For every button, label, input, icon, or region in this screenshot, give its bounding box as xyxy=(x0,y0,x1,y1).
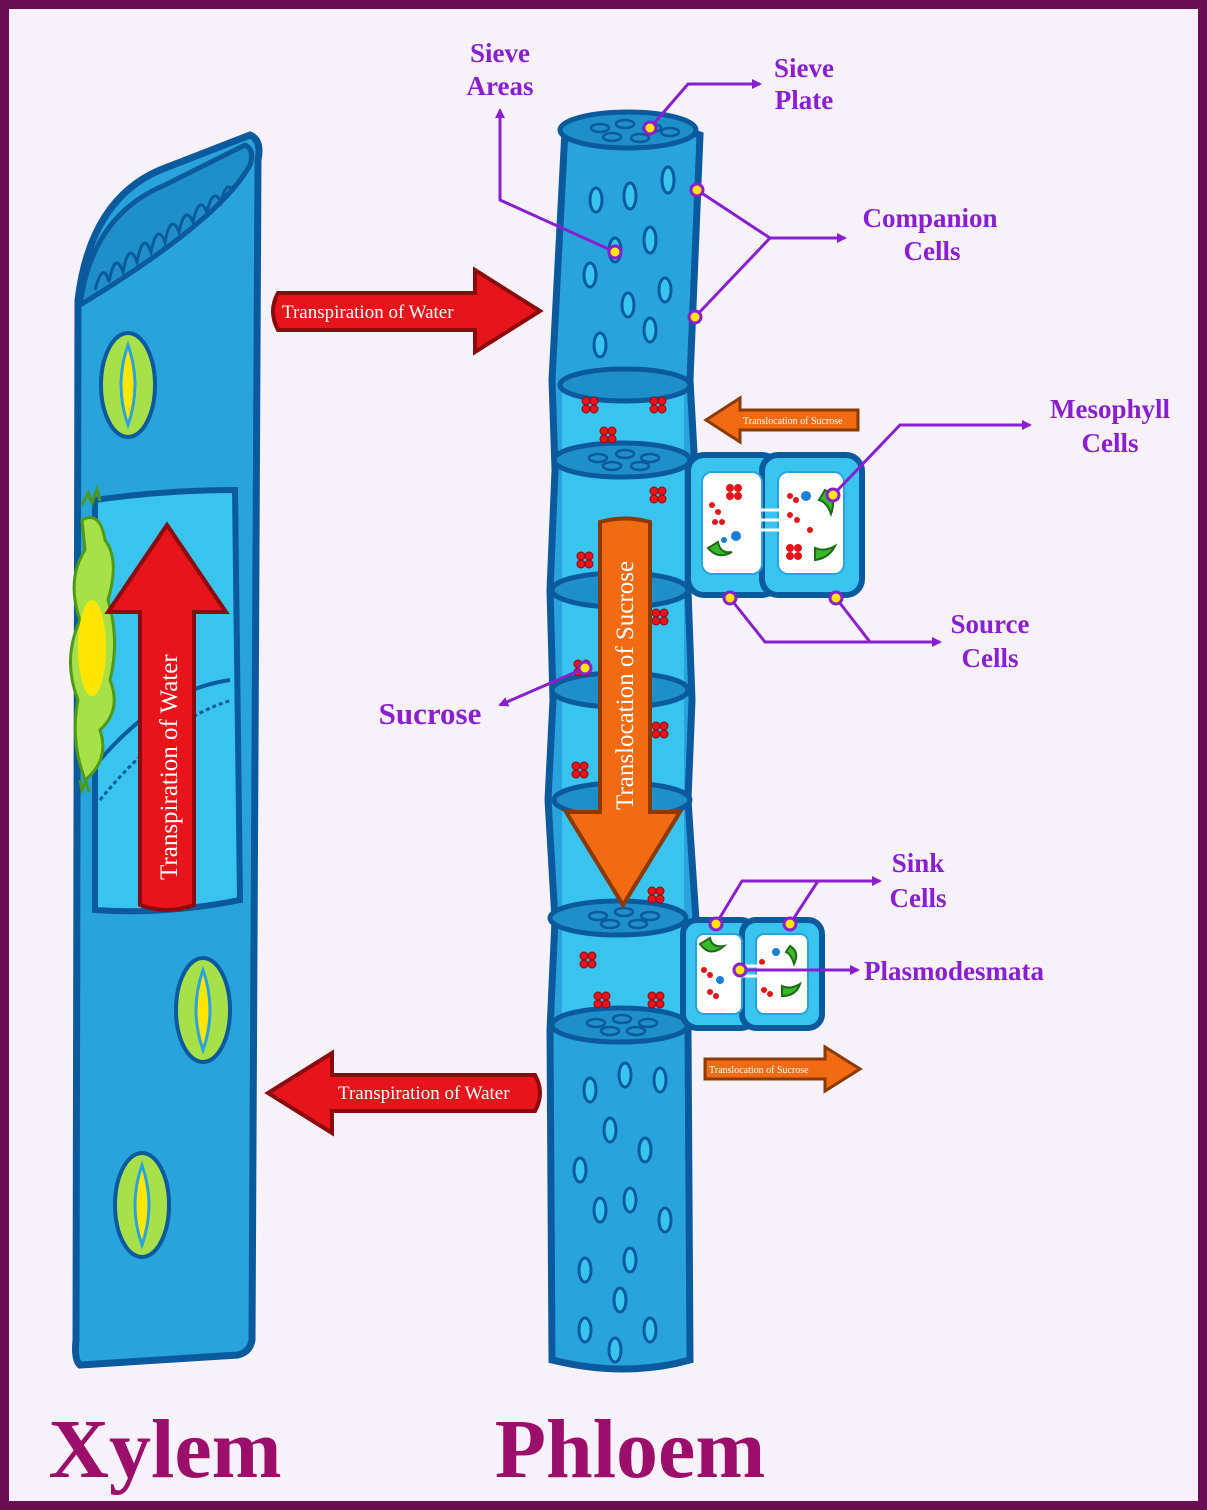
bordered-pit xyxy=(115,1153,169,1257)
svg-text:Areas: Areas xyxy=(467,71,534,101)
title-xylem: Xylem xyxy=(48,1403,281,1496)
water-arrow-top: Transpiration of Water xyxy=(273,270,540,352)
sucrose-arrow-small-bottom-label: Translocation of Sucrose xyxy=(709,1065,809,1076)
label-source-cells: Source Cells xyxy=(951,609,1030,673)
svg-text:Cells: Cells xyxy=(962,643,1019,673)
svg-text:Cells: Cells xyxy=(890,883,947,913)
label-sieve-plate: Sieve Plate xyxy=(774,53,834,115)
label-companion-cells: Companion Cells xyxy=(862,203,997,266)
svg-text:Plate: Plate xyxy=(775,85,833,115)
sink-cells xyxy=(683,920,822,1028)
label-sucrose: Sucrose xyxy=(379,696,482,731)
svg-text:Cells: Cells xyxy=(1082,428,1139,458)
sucrose-arrow-small-bottom: Translocation of Sucrose xyxy=(705,1047,860,1091)
label-sieve-areas: Sieve Areas xyxy=(467,38,534,101)
svg-text:Companion: Companion xyxy=(862,203,997,233)
source-cells xyxy=(688,455,862,595)
water-arrow-vertical-label: Transpiration of Water xyxy=(156,654,183,880)
title-phloem: Phloem xyxy=(495,1403,766,1496)
bordered-pit xyxy=(176,958,230,1062)
water-arrow-top-label: Transpiration of Water xyxy=(282,302,454,323)
label-sink-cells: Sink Cells xyxy=(890,848,947,913)
diagram-canvas: Transpiration of Water xyxy=(9,9,1198,1501)
water-arrow-bottom: Transpiration of Water xyxy=(268,1053,540,1133)
sucrose-arrow-small-top-label: Translocation of Sucrose xyxy=(743,416,843,427)
svg-text:Sieve: Sieve xyxy=(774,53,834,83)
label-mesophyll-cells: Mesophyll Cells xyxy=(1050,394,1171,458)
label-plasmodesmata: Plasmodesmata xyxy=(864,956,1044,986)
svg-text:Source: Source xyxy=(951,609,1030,639)
svg-text:Sieve: Sieve xyxy=(470,38,530,68)
sucrose-arrow-vertical-label: Translocation of Sucrose xyxy=(612,561,639,810)
bordered-pit xyxy=(101,333,155,437)
svg-text:Cells: Cells xyxy=(904,236,961,266)
svg-text:Mesophyll: Mesophyll xyxy=(1050,394,1171,424)
sucrose-arrow-small-top: Translocation of Sucrose xyxy=(706,398,858,442)
water-arrow-bottom-label: Transpiration of Water xyxy=(338,1083,510,1104)
svg-text:Sink: Sink xyxy=(892,848,945,878)
